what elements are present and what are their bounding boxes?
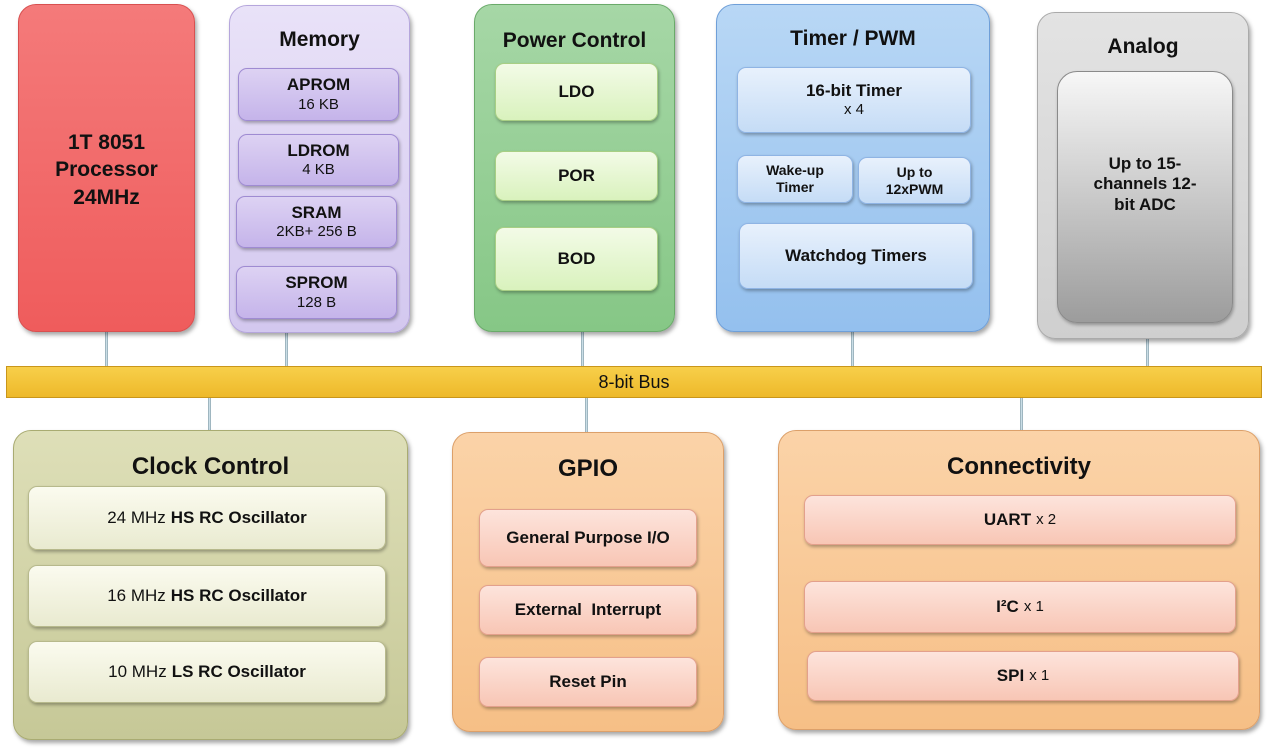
clock-24mhz-freq: 24 MHz <box>107 507 166 527</box>
connector-power <box>581 332 584 366</box>
gpio-external-interrupt-label: External Interrupt <box>514 599 662 619</box>
memory-ldrom: LDROM 4 KB <box>238 134 399 186</box>
connectivity-spi-name: SPI <box>996 665 1025 685</box>
connectivity-uart-name: UART <box>983 509 1032 529</box>
connectivity-i2c-count: x 1 <box>1023 598 1044 615</box>
connector-connectivity <box>1020 398 1023 430</box>
connectivity-block: Connectivity UART x 2 I²C x 1 SPI x 1 <box>778 430 1260 730</box>
power-bod-label: BOD <box>557 248 596 268</box>
gpio-block: GPIO General Purpose I/O External Interr… <box>452 432 724 732</box>
memory-sprom-name: SPROM <box>285 273 348 293</box>
power-control-title: Power Control <box>502 29 647 52</box>
clock-10mhz: 10 MHz LS RC Oscillator <box>28 641 386 703</box>
analog-title: Analog <box>1107 35 1179 58</box>
timer-watchdog: Watchdog Timers <box>739 223 973 289</box>
power-ldo-label: LDO <box>558 81 595 101</box>
timer-pwm-line2: 12xPWM <box>885 180 944 197</box>
memory-sram-size: 2KB+ 256 B <box>276 223 357 241</box>
memory-aprom: APROM 16 KB <box>238 68 399 121</box>
timer-16bit: 16-bit Timer x 4 <box>737 67 971 133</box>
bus-8bit: 8-bit Bus <box>6 366 1262 398</box>
clock-16mhz-freq: 16 MHz <box>107 585 166 605</box>
connectivity-title: Connectivity <box>946 453 1092 480</box>
timer-pwm-line1: Up to <box>896 163 933 180</box>
timer-wakeup-line1: Wake-up <box>766 162 824 179</box>
memory-aprom-name: APROM <box>286 75 351 95</box>
timer-16bit-name: 16-bit Timer <box>805 80 903 100</box>
adc-line2: channels 12- <box>1093 174 1197 194</box>
memory-block: Memory APROM 16 KB LDROM 4 KB SRAM 2KB+ … <box>229 5 410 333</box>
analog-adc: Up to 15- channels 12- bit ADC <box>1057 71 1233 323</box>
clock-16mhz-name: HS RC Oscillator <box>170 585 307 605</box>
power-control-block: Power Control LDO POR BOD <box>474 4 675 332</box>
memory-sprom: SPROM 128 B <box>236 266 397 319</box>
timer-wakeup: Wake-up Timer <box>737 155 853 203</box>
gpio-title: GPIO <box>557 455 618 482</box>
connectivity-uart: UART x 2 <box>804 495 1236 545</box>
power-bod: BOD <box>495 227 658 291</box>
connectivity-spi: SPI x 1 <box>807 651 1239 701</box>
gpio-general-purpose-label: General Purpose I/O <box>506 527 670 547</box>
timer-pwm-title: Timer / PWM <box>790 27 916 50</box>
connector-analog <box>1146 339 1149 366</box>
memory-ldrom-name: LDROM <box>287 140 350 160</box>
gpio-external-interrupt: External Interrupt <box>479 585 697 635</box>
connectivity-i2c: I²C x 1 <box>804 581 1236 633</box>
gpio-general-purpose: General Purpose I/O <box>479 509 697 567</box>
memory-sram: SRAM 2KB+ 256 B <box>236 196 397 248</box>
clock-10mhz-name: LS RC Oscillator <box>171 661 306 681</box>
clock-control-block: Clock Control 24 MHz HS RC Oscillator 16… <box>13 430 408 740</box>
memory-sprom-size: 128 B <box>296 293 337 311</box>
timer-wakeup-line2: Timer <box>776 179 814 195</box>
memory-sram-name: SRAM <box>291 202 342 222</box>
cpu-label-line2: Processor <box>55 158 158 182</box>
clock-24mhz: 24 MHz HS RC Oscillator <box>28 486 386 550</box>
connectivity-i2c-name: I²C <box>996 596 1019 616</box>
timer-16bit-count: x 4 <box>843 101 864 119</box>
connector-memory <box>285 333 288 366</box>
gpio-reset-pin-label: Reset Pin <box>549 671 627 691</box>
cpu-label-line3: 24MHz <box>73 185 140 209</box>
clock-10mhz-freq: 10 MHz <box>108 661 167 681</box>
timer-watchdog-label: Watchdog Timers <box>785 245 927 265</box>
connector-timer <box>851 332 854 366</box>
timer-pwm: Up to 12xPWM <box>858 157 971 204</box>
adc-line1: Up to 15- <box>1108 154 1182 173</box>
connectivity-spi-count: x 1 <box>1029 667 1050 684</box>
adc-line3: bit ADC <box>1114 194 1176 214</box>
power-ldo: LDO <box>495 63 658 121</box>
connector-clock <box>208 398 211 430</box>
power-por: POR <box>495 151 658 201</box>
connector-cpu <box>105 332 108 366</box>
analog-block: Analog Up to 15- channels 12- bit ADC <box>1037 12 1249 339</box>
memory-aprom-size: 16 KB <box>298 95 339 113</box>
connectivity-uart-count: x 2 <box>1036 511 1057 528</box>
bus-label: 8-bit Bus <box>598 371 670 392</box>
connector-gpio <box>585 398 588 432</box>
cpu-block: 1T 8051 Processor 24MHz <box>18 4 195 332</box>
cpu-label-line1: 1T 8051 <box>67 131 146 154</box>
memory-ldrom-size: 4 KB <box>302 161 335 179</box>
cpu-label: 1T 8051 Processor 24MHz <box>19 129 194 211</box>
power-por-label: POR <box>558 165 595 185</box>
timer-pwm-block: Timer / PWM 16-bit Timer x 4 Wake-up Tim… <box>716 4 990 332</box>
clock-control-title: Clock Control <box>131 453 290 480</box>
memory-title: Memory <box>279 28 360 51</box>
gpio-reset-pin: Reset Pin <box>479 657 697 707</box>
clock-16mhz: 16 MHz HS RC Oscillator <box>28 565 386 627</box>
clock-24mhz-name: HS RC Oscillator <box>170 507 307 527</box>
